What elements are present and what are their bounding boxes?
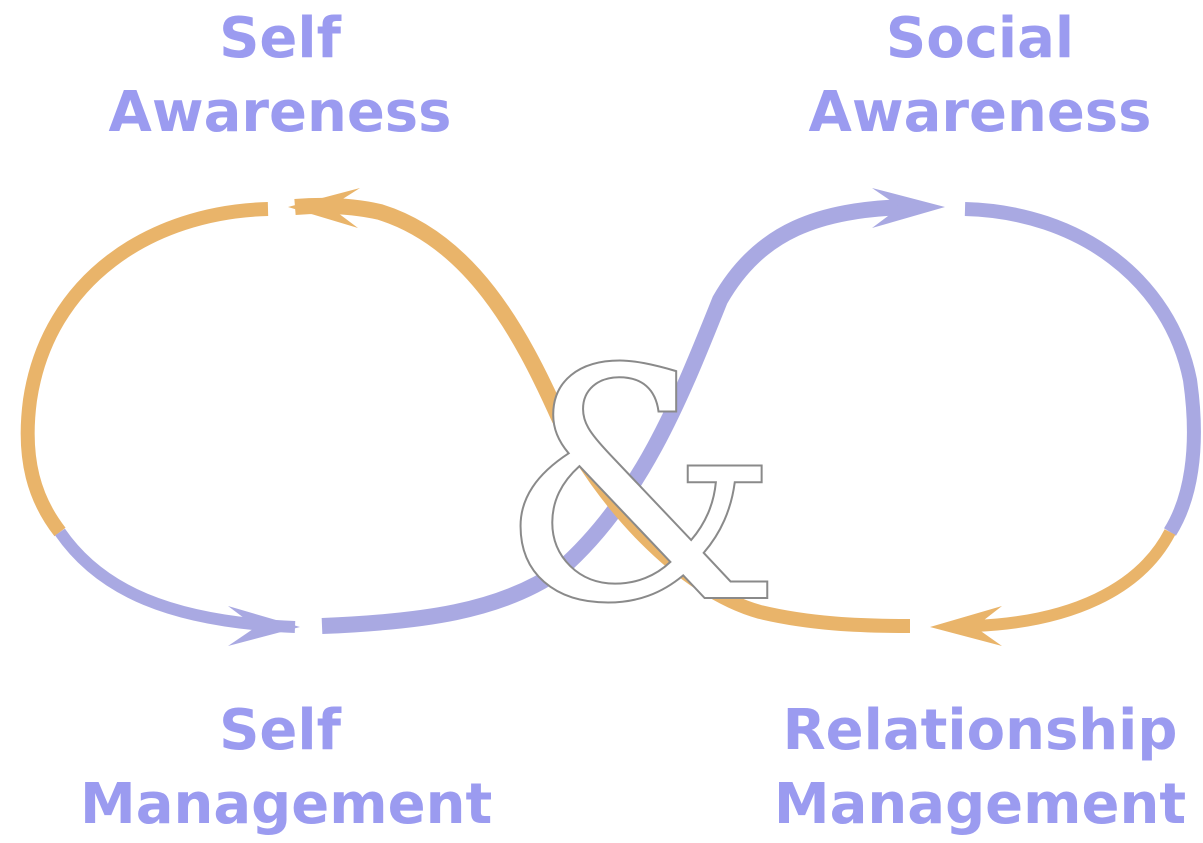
label-relationship-management: Relationship Management	[760, 694, 1200, 842]
lavender-arc-bottom-left	[55, 528, 296, 633]
label-line: Self	[219, 698, 341, 763]
label-line: Self	[219, 6, 341, 71]
label-self-awareness: Self Awareness	[80, 2, 480, 150]
arrow-head-bottom-left	[228, 606, 300, 646]
label-line: Awareness	[808, 80, 1152, 145]
label-line: Management	[773, 772, 1187, 837]
label-line: Social	[885, 6, 1075, 71]
orange-arc-top-left	[20, 202, 269, 537]
lavender-arc-cross-to-top-right	[321, 199, 906, 634]
label-social-awareness: Social Awareness	[780, 2, 1180, 150]
ampersand-symbol: &	[498, 302, 783, 674]
lavender-arc-top-right	[964, 202, 1201, 536]
arrow-head-top-left	[288, 188, 360, 228]
arrow-head-top-right	[872, 188, 945, 228]
label-line: Management	[80, 772, 493, 837]
orange-arc-cross-to-bottom-right	[553, 416, 911, 633]
orange-arc-bottom-right	[974, 529, 1176, 632]
arrow-head-bottom-right	[930, 606, 1002, 646]
label-line: Relationship	[782, 698, 1178, 763]
label-self-management: Self Management	[80, 694, 493, 842]
label-line: Awareness	[108, 80, 452, 145]
